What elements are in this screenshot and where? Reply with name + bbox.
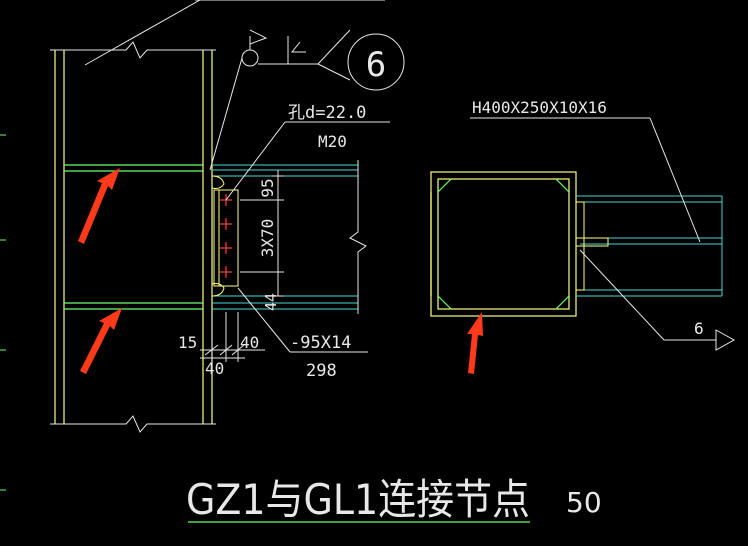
beam-section-plan — [575, 195, 723, 297]
drawing-scale: 50 — [566, 486, 602, 519]
plate-vertical-dimension — [240, 170, 284, 297]
column-gz1 — [50, 41, 216, 433]
dim-15: 15 — [178, 333, 197, 352]
plate-horizontal-dimension — [200, 287, 368, 362]
bolt-spec-label: M20 — [318, 132, 347, 151]
hole-spec-label: 孔d=22.0 — [288, 103, 366, 123]
beam-break-line — [349, 160, 367, 314]
bolt-spacing-dim: 3X70 — [258, 219, 277, 258]
edge-ticks — [0, 134, 6, 491]
top-leader — [84, 0, 385, 66]
dim-40-bottom: 40 — [205, 359, 224, 378]
hole-spec-leader — [225, 121, 390, 201]
plate-length-label: 298 — [306, 361, 337, 381]
beam-section-label: H400X250X10X16 — [472, 98, 607, 117]
column-section-plan — [430, 171, 577, 317]
shear-plate — [213, 189, 239, 287]
bolt-2 — [220, 218, 232, 230]
drawing-title: GZ1与GL1连接节点 — [186, 475, 530, 524]
plate-spec-label: -95X14 — [290, 333, 351, 353]
beam-gl1 — [211, 164, 358, 310]
section-tag: 6 — [694, 319, 704, 338]
end-distance-dim: 44 — [262, 293, 280, 311]
edge-distance-dim: 95 — [258, 178, 277, 197]
beam-section-leader — [470, 117, 736, 351]
annotation-arrow-1 — [78, 168, 120, 244]
bolt-3 — [220, 242, 232, 254]
annotation-arrow-2 — [80, 308, 122, 374]
weld-symbol — [209, 29, 405, 171]
dim-40-top: 40 — [240, 333, 259, 352]
bolt-4 — [220, 266, 232, 278]
column-stiffeners — [64, 164, 203, 310]
annotation-arrow-3 — [467, 312, 483, 374]
bolt-group — [220, 194, 232, 278]
callout-bubble — [347, 33, 405, 91]
callout-number: 6 — [366, 45, 386, 85]
